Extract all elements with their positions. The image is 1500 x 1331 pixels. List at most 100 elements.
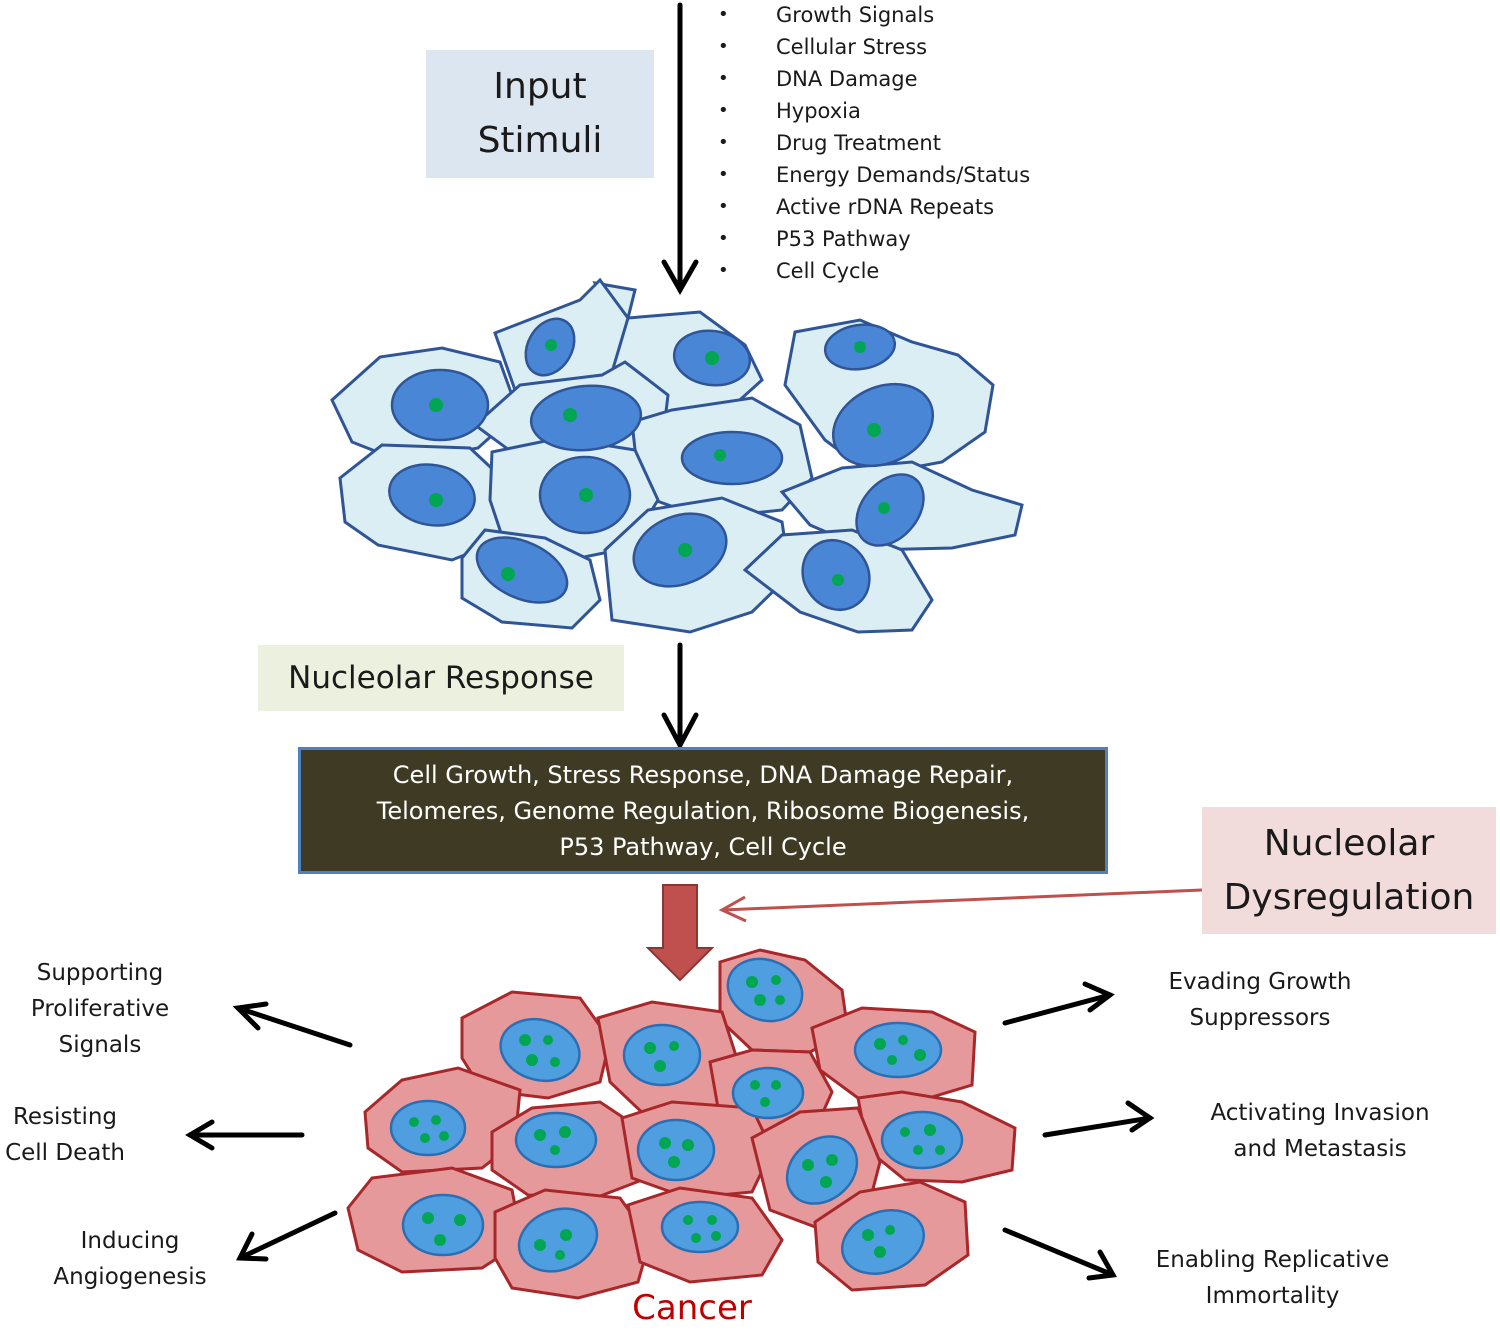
hallmark-activating-invasion-metastasis: Activating Invasion and Metastasis [1190,1095,1450,1167]
nucleolus [563,408,577,422]
nucleolus [454,1214,466,1226]
nucleolus [534,1239,546,1251]
cancer-nucleus [514,1111,598,1169]
nucleolus [429,493,443,507]
stimulus-label: DNA Damage [776,67,918,91]
cancer-nucleus [622,1023,702,1087]
list-item: •Cellular Stress [718,35,928,59]
cancer-nucleus [389,1099,467,1157]
normal-nucleus [680,430,784,486]
list-item: •Hypoxia [718,99,861,123]
nucleolus [644,1042,656,1054]
nucleolus [431,1115,441,1125]
nucleolus [898,1035,908,1045]
nucleolus [854,341,866,353]
list-item: •P53 Pathway [718,227,911,251]
cancer-nucleus [660,1200,740,1254]
nucleolus [887,1055,897,1065]
stimulus-label: Active rDNA Repeats [776,195,995,219]
nucleolus [802,1159,814,1171]
nucleolar-functions-box: Cell Growth, Stress Response, DNA Damage… [298,747,1108,874]
hallmark-arrows [185,981,1155,1281]
list-item: •Cell Cycle [718,259,880,283]
nucleolus [714,449,726,461]
hallmark-supporting-proliferative-signals: Supporting Proliferative Signals [10,955,190,1063]
stimuli-list: •Growth Signals •Cellular Stress •DNA Da… [716,0,1030,288]
nucleolus [550,1145,560,1155]
cancer-nucleus [840,1209,926,1275]
nucleolus [885,1225,895,1235]
hallmark-line: and Metastasis [1233,1136,1407,1162]
nucleolus [867,423,881,437]
arrow-angiogenesis [237,1210,338,1261]
response-arrow-head [661,712,699,751]
nucleolus [746,976,758,988]
hallmark-resisting-cell-death: Resisting Cell Death [0,1099,130,1171]
nucleolus [560,1229,572,1241]
nucleolus [874,1246,886,1258]
stimulus-label: P53 Pathway [776,227,911,251]
cancer-nucleus [636,1118,716,1182]
nucleolus [682,1139,694,1151]
cancer-nucleus [726,957,804,1023]
nucleolus [705,351,719,365]
cancer-nucleus [853,1021,943,1079]
hallmark-line: Resisting [12,1104,118,1130]
dysregulation-arrow [718,888,1203,923]
nucleolus [409,1117,419,1127]
list-item: •Active rDNA Repeats [718,195,995,219]
input-box-line2: Stimuli [477,120,603,161]
arrow-invasion [1042,1115,1153,1138]
stimulus-label: Cell Cycle [776,259,880,283]
nucleolus [826,1154,838,1166]
nucleolus [669,1041,679,1051]
nucleolus [924,1124,936,1136]
stimulus-label: Energy Demands/Status [776,163,1031,187]
nucleolus [900,1127,910,1137]
stimulus-label: Growth Signals [776,3,935,27]
functions-line3: P53 Pathway, Cell Cycle [559,832,847,861]
hallmark-inducing-angiogenesis: Inducing Angiogenesis [40,1223,220,1295]
list-item: •Growth Signals [718,3,935,27]
arrow-supporting [235,1005,353,1048]
nucleolus [691,1233,701,1243]
nucleolus [750,1080,760,1090]
arrow-evading [1002,992,1113,1026]
nucleolus [422,1212,434,1224]
functions-line2: Telomeres, Genome Regulation, Ribosome B… [376,796,1030,825]
hallmark-line: Inducing [80,1228,180,1254]
nucleolus [771,1080,781,1090]
normal-nucleus [855,473,925,547]
hallmark-enabling-replicative-immortality: Enabling Replicative Immortality [1140,1242,1405,1314]
nucleolus [914,1049,926,1061]
dysregulation-line1: Nucleolar [1263,822,1435,864]
nucleolus [555,1250,565,1260]
nucleolar-dysregulation-box: Nucleolar Dysregulation [1202,807,1496,934]
nucleolus [707,1215,717,1225]
nucleolus [545,339,557,351]
input-arrow-head [661,259,699,296]
nucleolus [659,1137,671,1149]
nucleolar-response-box: Nucleolar Response [258,645,624,711]
flow-arrows [661,2,699,751]
nucleolus [754,994,766,1006]
dysregulation-line2: Dysregulation [1223,876,1475,918]
cancer-nucleus [517,1207,599,1273]
nucleolus [526,1054,538,1066]
nucleolus [550,1057,560,1067]
nucleolus [434,1234,446,1246]
input-box-line1: Input [493,66,587,107]
hallmark-line: Supporting [36,960,164,986]
stimulus-label: Hypoxia [776,99,861,123]
nucleolus [668,1156,680,1168]
nucleolus [913,1145,923,1155]
nucleolus [820,1176,832,1188]
functions-line1: Cell Growth, Stress Response, DNA Damage… [392,760,1014,789]
normal-nucleus [475,536,569,604]
cancer-nucleus [731,1066,805,1120]
nucleolus [832,574,844,586]
cancer-nucleus [499,1017,581,1083]
normal-nucleus [529,384,643,452]
cancer-nucleus [880,1110,964,1170]
